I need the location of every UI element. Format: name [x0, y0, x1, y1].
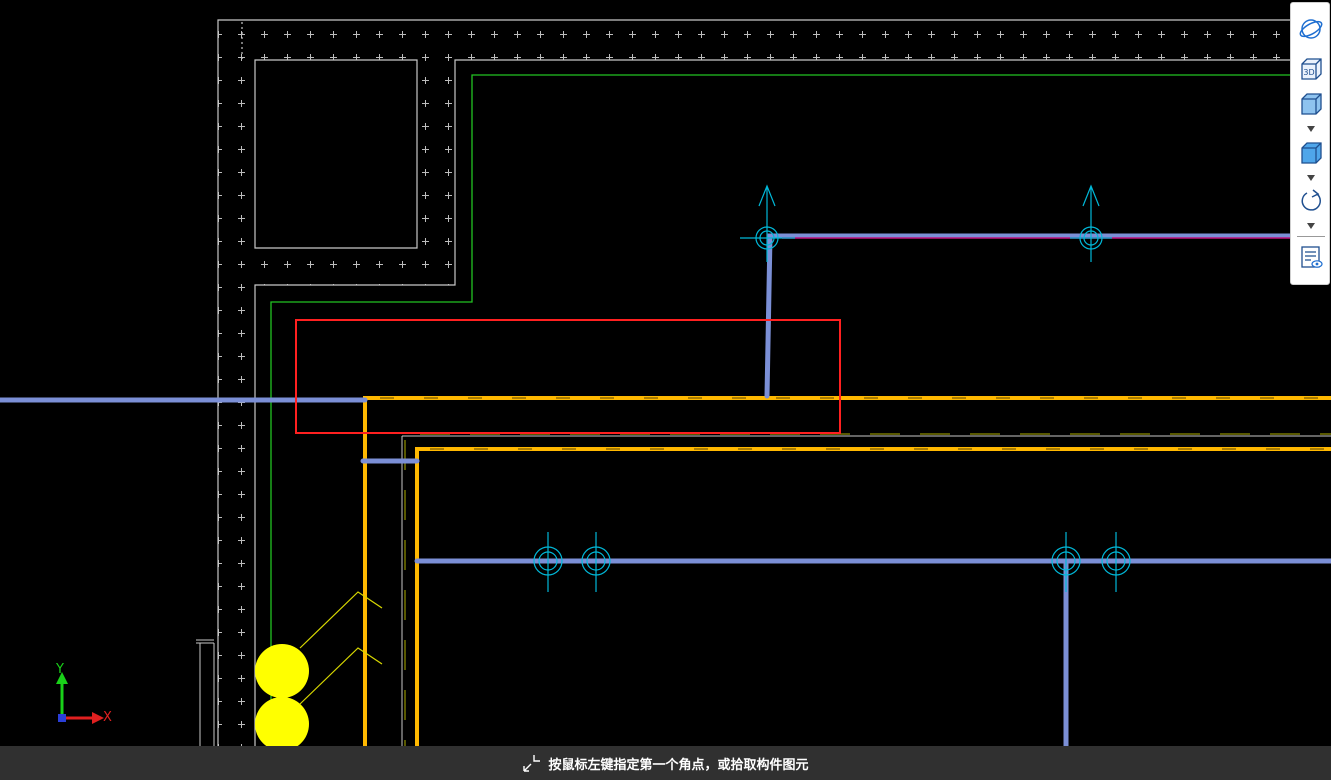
cube-shaded-icon — [1301, 142, 1322, 164]
chevron-down-icon — [1307, 175, 1315, 181]
wall-hatch — [218, 20, 1290, 746]
riser-valve-3 — [533, 532, 563, 592]
wall-outline — [217, 19, 1290, 746]
yellow-pipe-dash — [380, 397, 1331, 450]
status-prompt: 按鼠标左键指定第一个角点，或拾取构件图元 — [548, 757, 809, 773]
view-mode-button[interactable] — [1297, 90, 1325, 118]
yellow-pipe-network — [363, 396, 1331, 746]
rotate-dropdown[interactable] — [1305, 222, 1317, 230]
cube-icon — [1301, 93, 1322, 115]
chevron-down-icon — [1307, 223, 1315, 229]
corner-pick-icon — [522, 753, 542, 773]
toolbar-divider — [1297, 236, 1325, 237]
riser-valve-1 — [740, 184, 795, 262]
status-bar: 按鼠标左键指定第一个角点，或拾取构件图元 — [0, 746, 1331, 780]
svg-text:3D: 3D — [1303, 68, 1314, 77]
view-3d-button[interactable]: 3D — [1297, 55, 1325, 83]
axis-icon — [56, 672, 104, 724]
axis-x-label: X — [103, 710, 112, 725]
rotate-icon — [1301, 189, 1321, 211]
riser-valve-5 — [1051, 532, 1081, 592]
ucs-axis-indicator: Y X — [50, 662, 120, 732]
riser-valve-2 — [1070, 184, 1112, 262]
orbit-icon — [1299, 19, 1323, 39]
riser-valve-4 — [581, 532, 611, 592]
chevron-down-icon — [1307, 126, 1315, 132]
view-style-dropdown[interactable] — [1305, 174, 1317, 182]
display-settings-button[interactable] — [1297, 243, 1325, 271]
selection-box — [295, 319, 841, 434]
inner-wall-lines — [401, 433, 1331, 746]
riser-valve-6 — [1101, 532, 1131, 592]
fixture-symbols — [255, 591, 383, 751]
view-style-button[interactable] — [1297, 139, 1325, 167]
view-mode-dropdown[interactable] — [1305, 125, 1317, 133]
dynamic-observe-button[interactable] — [1297, 15, 1325, 43]
valve-symbols — [533, 184, 1131, 592]
view-toolbar: 3D — [1290, 2, 1330, 285]
green-boundary-line — [270, 74, 1290, 746]
cube-3d-icon: 3D — [1301, 58, 1322, 80]
axis-y-label: Y — [56, 662, 64, 677]
list-eye-icon — [1301, 246, 1323, 268]
small-riser — [196, 639, 215, 746]
rotate-button[interactable] — [1297, 187, 1325, 215]
